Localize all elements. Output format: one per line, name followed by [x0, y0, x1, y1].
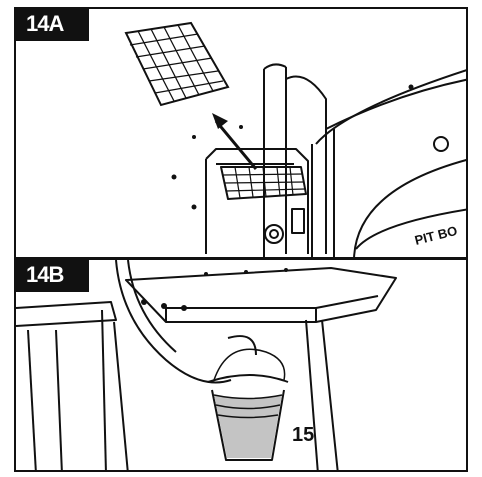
panel-label-14a: 14A	[16, 9, 90, 41]
panel-14a: PIT BO 14A	[14, 7, 468, 259]
grill-lettering: PIT BO	[413, 223, 459, 248]
callout-15: 15	[292, 424, 315, 446]
illustration-14b	[16, 260, 397, 470]
panel-label-14b: 14B	[16, 260, 90, 292]
illustration-14a: PIT BO	[124, 21, 466, 257]
panel-14b: 14B 15	[14, 258, 468, 472]
arrow-up-left-icon	[212, 113, 258, 170]
